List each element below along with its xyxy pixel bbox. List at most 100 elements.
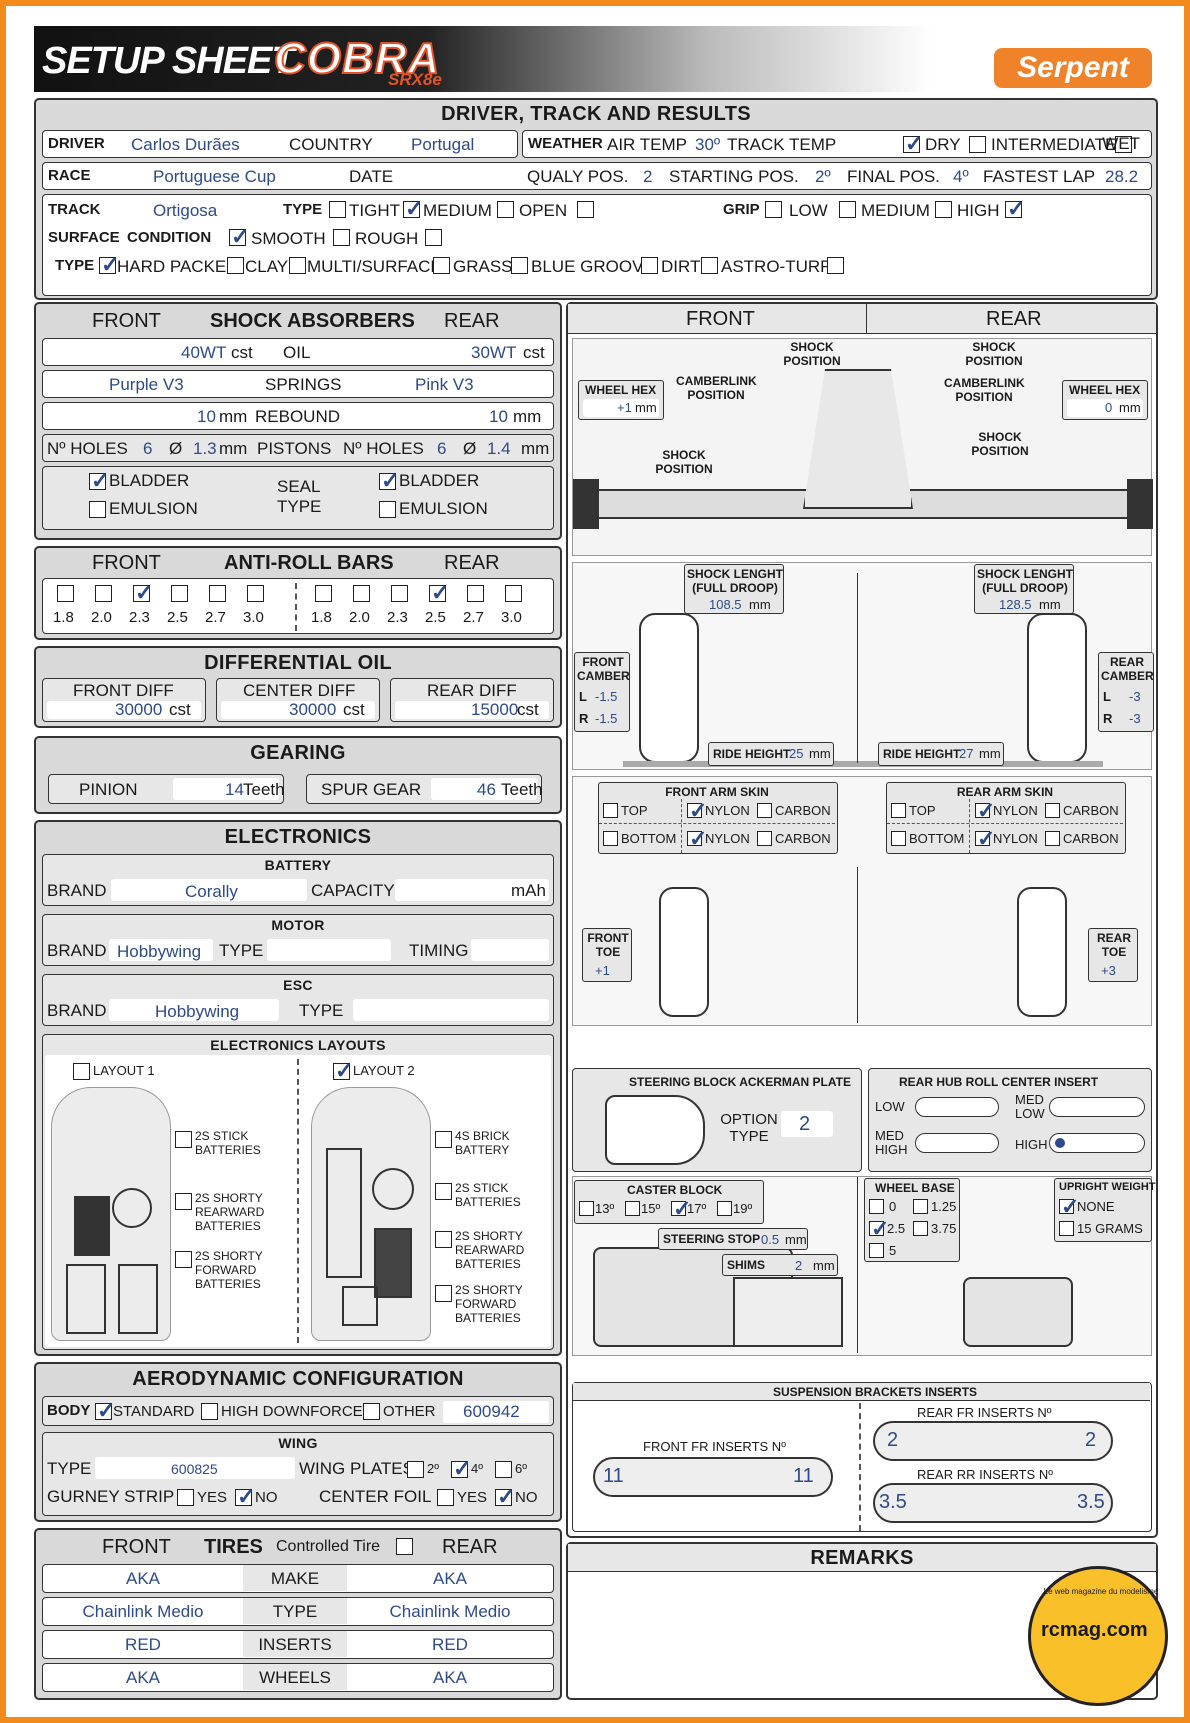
front-toe-field[interactable]: +1 [595,963,610,978]
front-camber-r-field[interactable]: -1.5 [595,711,618,726]
rear-arm-nylon-checkbox[interactable] [975,826,995,852]
plates-2-checkbox[interactable] [407,1461,424,1478]
tire-rear-field[interactable]: RED [432,1635,468,1654]
upright-none-checkbox[interactable] [1059,1194,1079,1220]
rough-pre-checkbox[interactable] [333,229,350,246]
tire-rear-field[interactable]: AKA [432,1569,468,1588]
rear-arm-top-checkbox[interactable] [891,803,906,818]
battery-brand-field[interactable]: Corally [185,882,238,901]
controlled-tire-checkbox[interactable] [396,1538,413,1555]
layout1-option-checkbox[interactable] [175,1193,192,1210]
starting-field[interactable]: 2º [815,167,831,186]
front-arm-nylon-checkbox[interactable] [687,798,707,824]
oil-front-field[interactable]: 40WT [181,343,227,362]
grass-checkbox[interactable] [433,257,450,274]
layout1-option-checkbox[interactable] [175,1131,192,1148]
oil-rear-field[interactable]: 30WT [471,343,517,362]
wb-125-checkbox[interactable] [913,1199,928,1214]
wheel-hex-front-field[interactable]: +1 [617,400,632,415]
body-standard-checkbox[interactable] [95,1398,115,1424]
arb-front-checkbox[interactable] [95,585,112,602]
arb-rear-checkbox[interactable] [391,585,408,602]
pinion-field[interactable]: 14 [225,780,244,799]
open-checkbox[interactable] [577,201,594,218]
country-field[interactable]: Portugal [411,135,475,154]
body-high-downforce-checkbox[interactable] [201,1403,218,1420]
wheel-hex-rear-field[interactable]: 0 [1105,400,1113,415]
tire-front-field[interactable]: RED [125,1635,161,1654]
shims-field[interactable]: 2 [795,1258,803,1273]
front-fr-left-field[interactable]: 11 [603,1465,624,1487]
layout2-option-checkbox[interactable] [435,1285,452,1302]
spring-rear-field[interactable]: Pink V3 [415,375,474,394]
layout1-checkbox[interactable] [73,1063,90,1080]
rear-arm-carbon-checkbox[interactable] [1045,803,1060,818]
front-arm-nylon-checkbox[interactable] [687,826,707,852]
spring-front-field[interactable]: Purple V3 [109,375,184,394]
wb-0-checkbox[interactable] [869,1199,884,1214]
rebound-front-field[interactable]: 10 [197,407,216,426]
motor-brand-field[interactable]: Hobbywing [117,942,202,961]
open-pre-checkbox[interactable] [497,201,514,218]
steering-stop-field[interactable]: 0.5 [761,1232,780,1247]
rough-checkbox[interactable] [425,229,442,246]
front-fr-right-field[interactable]: 11 [793,1465,814,1487]
dry-checkbox[interactable] [903,131,923,157]
rebound-rear-field[interactable]: 10 [489,407,508,426]
multi-checkbox[interactable] [289,257,306,274]
grip-low-checkbox[interactable] [765,201,782,218]
astro-turf-checkbox[interactable] [827,257,844,274]
dia-rear-field[interactable]: 1.4 [487,439,511,458]
air-temp-field[interactable]: 30º [695,135,721,154]
rc-high-selected[interactable] [1049,1133,1145,1153]
spur-field[interactable]: 46 [477,780,496,799]
upright-15-checkbox[interactable] [1059,1221,1074,1236]
grip-medium-pre-checkbox[interactable] [839,201,856,218]
plates-4-checkbox[interactable] [451,1456,471,1482]
body-code-field[interactable]: 600942 [463,1402,520,1421]
front-arm-top-checkbox[interactable] [603,803,618,818]
rear-camber-r-field[interactable]: -3 [1129,711,1141,726]
front-emulsion-checkbox[interactable] [89,501,106,518]
rear-bladder-checkbox[interactable] [379,468,399,494]
caster-15-checkbox[interactable] [625,1201,640,1216]
arb-front-checkbox[interactable] [133,580,153,606]
qualy-field[interactable]: 2 [643,167,653,186]
tire-rear-field[interactable]: Chainlink Medio [389,1602,511,1621]
rear-fr-left-field[interactable]: 2 [887,1429,899,1451]
arb-rear-checkbox[interactable] [429,580,449,606]
shock-length-rear-field[interactable]: 128.5 [999,597,1032,612]
center-diff-field[interactable]: 30000 [289,700,337,719]
caster-13-checkbox[interactable] [579,1201,594,1216]
rear-arm-nylon-checkbox[interactable] [975,798,995,824]
front-arm-carbon-checkbox[interactable] [757,803,772,818]
intermediate-checkbox[interactable] [1115,136,1132,153]
layout2-option-checkbox[interactable] [435,1183,452,1200]
arb-front-checkbox[interactable] [247,585,264,602]
holes-rear-field[interactable]: 6 [437,439,447,458]
final-field[interactable]: 4º [953,167,969,186]
front-arm-bottom-checkbox[interactable] [603,831,618,846]
arb-rear-checkbox[interactable] [505,585,522,602]
foil-no-checkbox[interactable] [495,1484,515,1510]
tire-front-field[interactable]: AKA [125,1569,161,1588]
rear-diff-field[interactable]: 15000 [471,700,519,719]
holes-front-field[interactable]: 6 [143,439,153,458]
esc-brand-field[interactable]: Hobbywing [155,1002,240,1021]
front-arm-carbon-checkbox[interactable] [757,831,772,846]
rear-toe-field[interactable]: +3 [1101,963,1116,978]
fastest-field[interactable]: 28.2 [1105,167,1139,186]
arb-rear-checkbox[interactable] [353,585,370,602]
tire-front-field[interactable]: AKA [125,1668,161,1687]
driver-field[interactable]: Carlos Durães [131,135,240,154]
arb-front-checkbox[interactable] [171,585,188,602]
grip-medium-checkbox[interactable] [935,201,952,218]
track-field[interactable]: Ortigosa [153,201,218,220]
tire-front-field[interactable]: Chainlink Medio [82,1602,204,1621]
layout2-option-checkbox[interactable] [435,1131,452,1148]
rear-rr-left-field[interactable]: 3.5 [879,1491,907,1513]
arb-front-checkbox[interactable] [209,585,226,602]
gurney-yes-checkbox[interactable] [177,1489,194,1506]
tight-checkbox[interactable] [329,201,346,218]
caster-17-checkbox[interactable] [671,1196,691,1222]
